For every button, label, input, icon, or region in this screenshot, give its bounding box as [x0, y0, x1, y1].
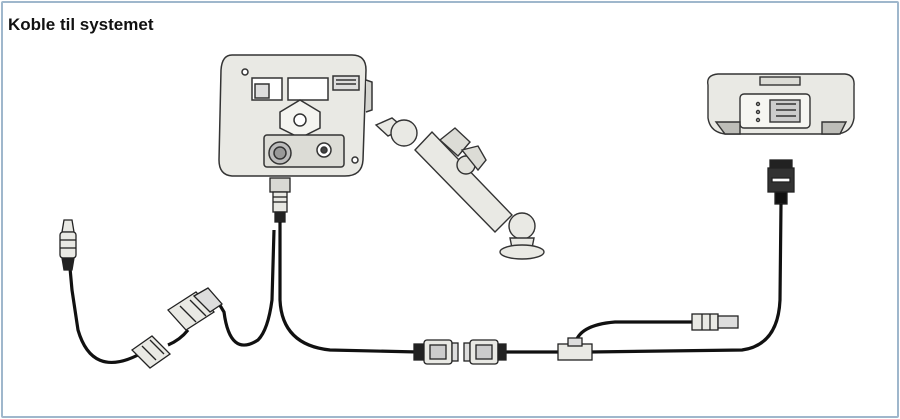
db9-connector-female — [413, 339, 459, 365]
db9-connector-male — [463, 339, 507, 365]
cable-harness-link — [167, 328, 190, 347]
cable-to-cigarette-plug — [68, 267, 139, 365]
receiver-unit — [707, 73, 855, 135]
deutsch-connector — [691, 313, 739, 331]
power-connector-lower — [130, 335, 172, 369]
ram-mount — [374, 117, 545, 260]
receiver-connector — [767, 159, 795, 205]
cable-splitter — [557, 337, 593, 361]
power-connector-pair — [167, 287, 223, 331]
diagram-title: Koble til systemet — [8, 15, 154, 34]
cigarette-plug — [59, 219, 77, 271]
cables — [68, 203, 783, 365]
display-unit — [218, 54, 373, 177]
display-connector — [269, 177, 291, 223]
cable-splitter-to-receiver — [589, 203, 783, 354]
cable-branch-to-power — [216, 229, 276, 347]
cable-display-to-db9 — [278, 222, 419, 354]
cable-splitter-branch — [573, 320, 692, 346]
